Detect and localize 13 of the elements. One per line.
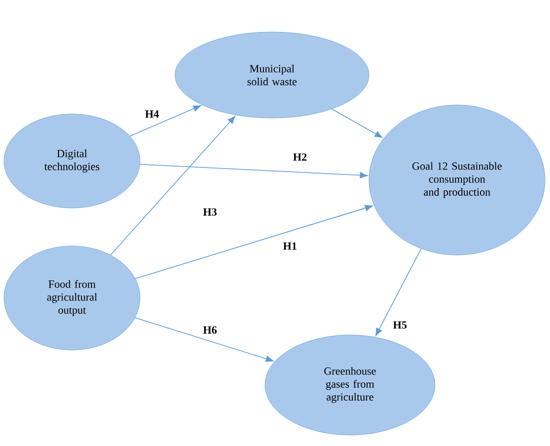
arrow [332, 108, 383, 138]
edge-label: H4 [145, 110, 159, 118]
arrow [134, 204, 373, 279]
edge-label: H6 [203, 326, 217, 334]
arrow [134, 317, 274, 362]
arrow [375, 248, 422, 336]
arrow [140, 164, 368, 178]
arrow [110, 116, 236, 256]
edge-label: H1 [283, 242, 296, 250]
edge-label: H2 [293, 153, 307, 161]
edge-label: H3 [203, 208, 217, 216]
arrow [130, 105, 202, 136]
edge-label: H5 [393, 321, 407, 329]
